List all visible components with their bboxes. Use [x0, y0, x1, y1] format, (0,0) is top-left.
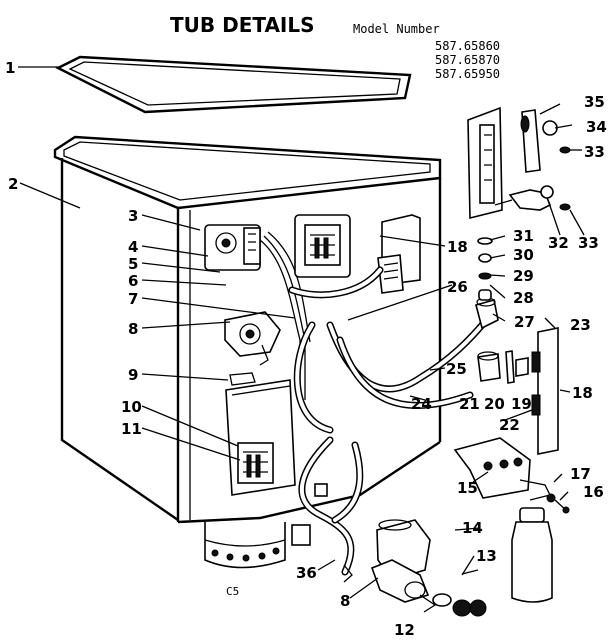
elbow-fitting — [475, 297, 499, 330]
callout-14: 14 — [462, 519, 483, 537]
callout-22: 22 — [499, 416, 520, 434]
hose-clip — [291, 483, 353, 583]
callout-31: 31 — [513, 227, 534, 245]
callout-33-upper: 33 — [584, 143, 605, 161]
callout-35: 35 — [584, 93, 605, 111]
callout-13: 13 — [476, 547, 497, 565]
callout-4: 4 — [128, 238, 138, 256]
callout-18-upper: 18 — [447, 238, 468, 256]
timer-assembly — [204, 224, 261, 271]
callout-29: 29 — [513, 267, 534, 285]
callout-7: 7 — [128, 290, 138, 308]
callout-10: 10 — [121, 398, 142, 416]
callout-20: 20 — [484, 395, 505, 413]
model-number-2: 587.65870 — [435, 53, 500, 67]
callout-30: 30 — [513, 246, 534, 264]
callout-16: 16 — [583, 483, 604, 501]
leader-lines — [18, 66, 585, 613]
callout-33-lower: 33 — [578, 234, 599, 252]
fill-bracket-assembly — [477, 327, 559, 455]
callout-8: 8 — [128, 320, 138, 338]
footer-code: C5 — [226, 585, 239, 598]
solenoid-cover — [377, 214, 421, 294]
callout-labels: 1 2 3 4 5 6 7 8 9 10 11 8 12 13 14 15 16… — [5, 59, 607, 639]
callout-27: 27 — [514, 313, 535, 331]
callout-3: 3 — [128, 207, 138, 225]
top-gasket-frame — [55, 55, 412, 114]
callout-2: 2 — [8, 175, 18, 193]
callout-5: 5 — [128, 255, 138, 273]
washer-stack — [477, 237, 493, 301]
callout-11: 11 — [121, 420, 142, 438]
callout-21: 21 — [459, 395, 480, 413]
callout-1: 1 — [5, 59, 15, 77]
callout-34: 34 — [586, 118, 607, 136]
callout-17: 17 — [570, 465, 591, 483]
callout-12: 12 — [394, 621, 415, 639]
diagram-title: TUB DETAILS — [170, 13, 315, 37]
model-number-label: Model Number — [353, 22, 440, 36]
control-switch-box — [294, 214, 351, 278]
callout-23: 23 — [570, 316, 591, 334]
callout-24: 24 — [411, 395, 432, 413]
callout-28: 28 — [513, 289, 534, 307]
callout-19: 19 — [511, 395, 532, 413]
hose-set — [288, 266, 492, 576]
upper-valve-group — [467, 106, 571, 220]
inlet-valve — [370, 519, 487, 617]
callout-6: 6 — [128, 272, 138, 290]
callout-26: 26 — [447, 278, 468, 296]
model-number-3: 587.65950 — [435, 67, 500, 81]
mounting-bracket — [453, 437, 551, 501]
pump-housing — [204, 522, 286, 569]
callout-36: 36 — [296, 564, 317, 582]
callout-15: 15 — [457, 479, 478, 497]
callout-32: 32 — [548, 234, 569, 252]
motor-pump — [224, 311, 281, 366]
screw-clamp — [546, 493, 570, 514]
callout-18-lower: 18 — [572, 384, 593, 402]
bottle — [511, 507, 553, 603]
callout-8-lower: 8 — [340, 592, 350, 610]
terminal-box — [225, 372, 296, 496]
callout-25: 25 — [446, 360, 467, 378]
model-number-1: 587.65860 — [435, 39, 500, 53]
callout-9: 9 — [128, 366, 138, 384]
